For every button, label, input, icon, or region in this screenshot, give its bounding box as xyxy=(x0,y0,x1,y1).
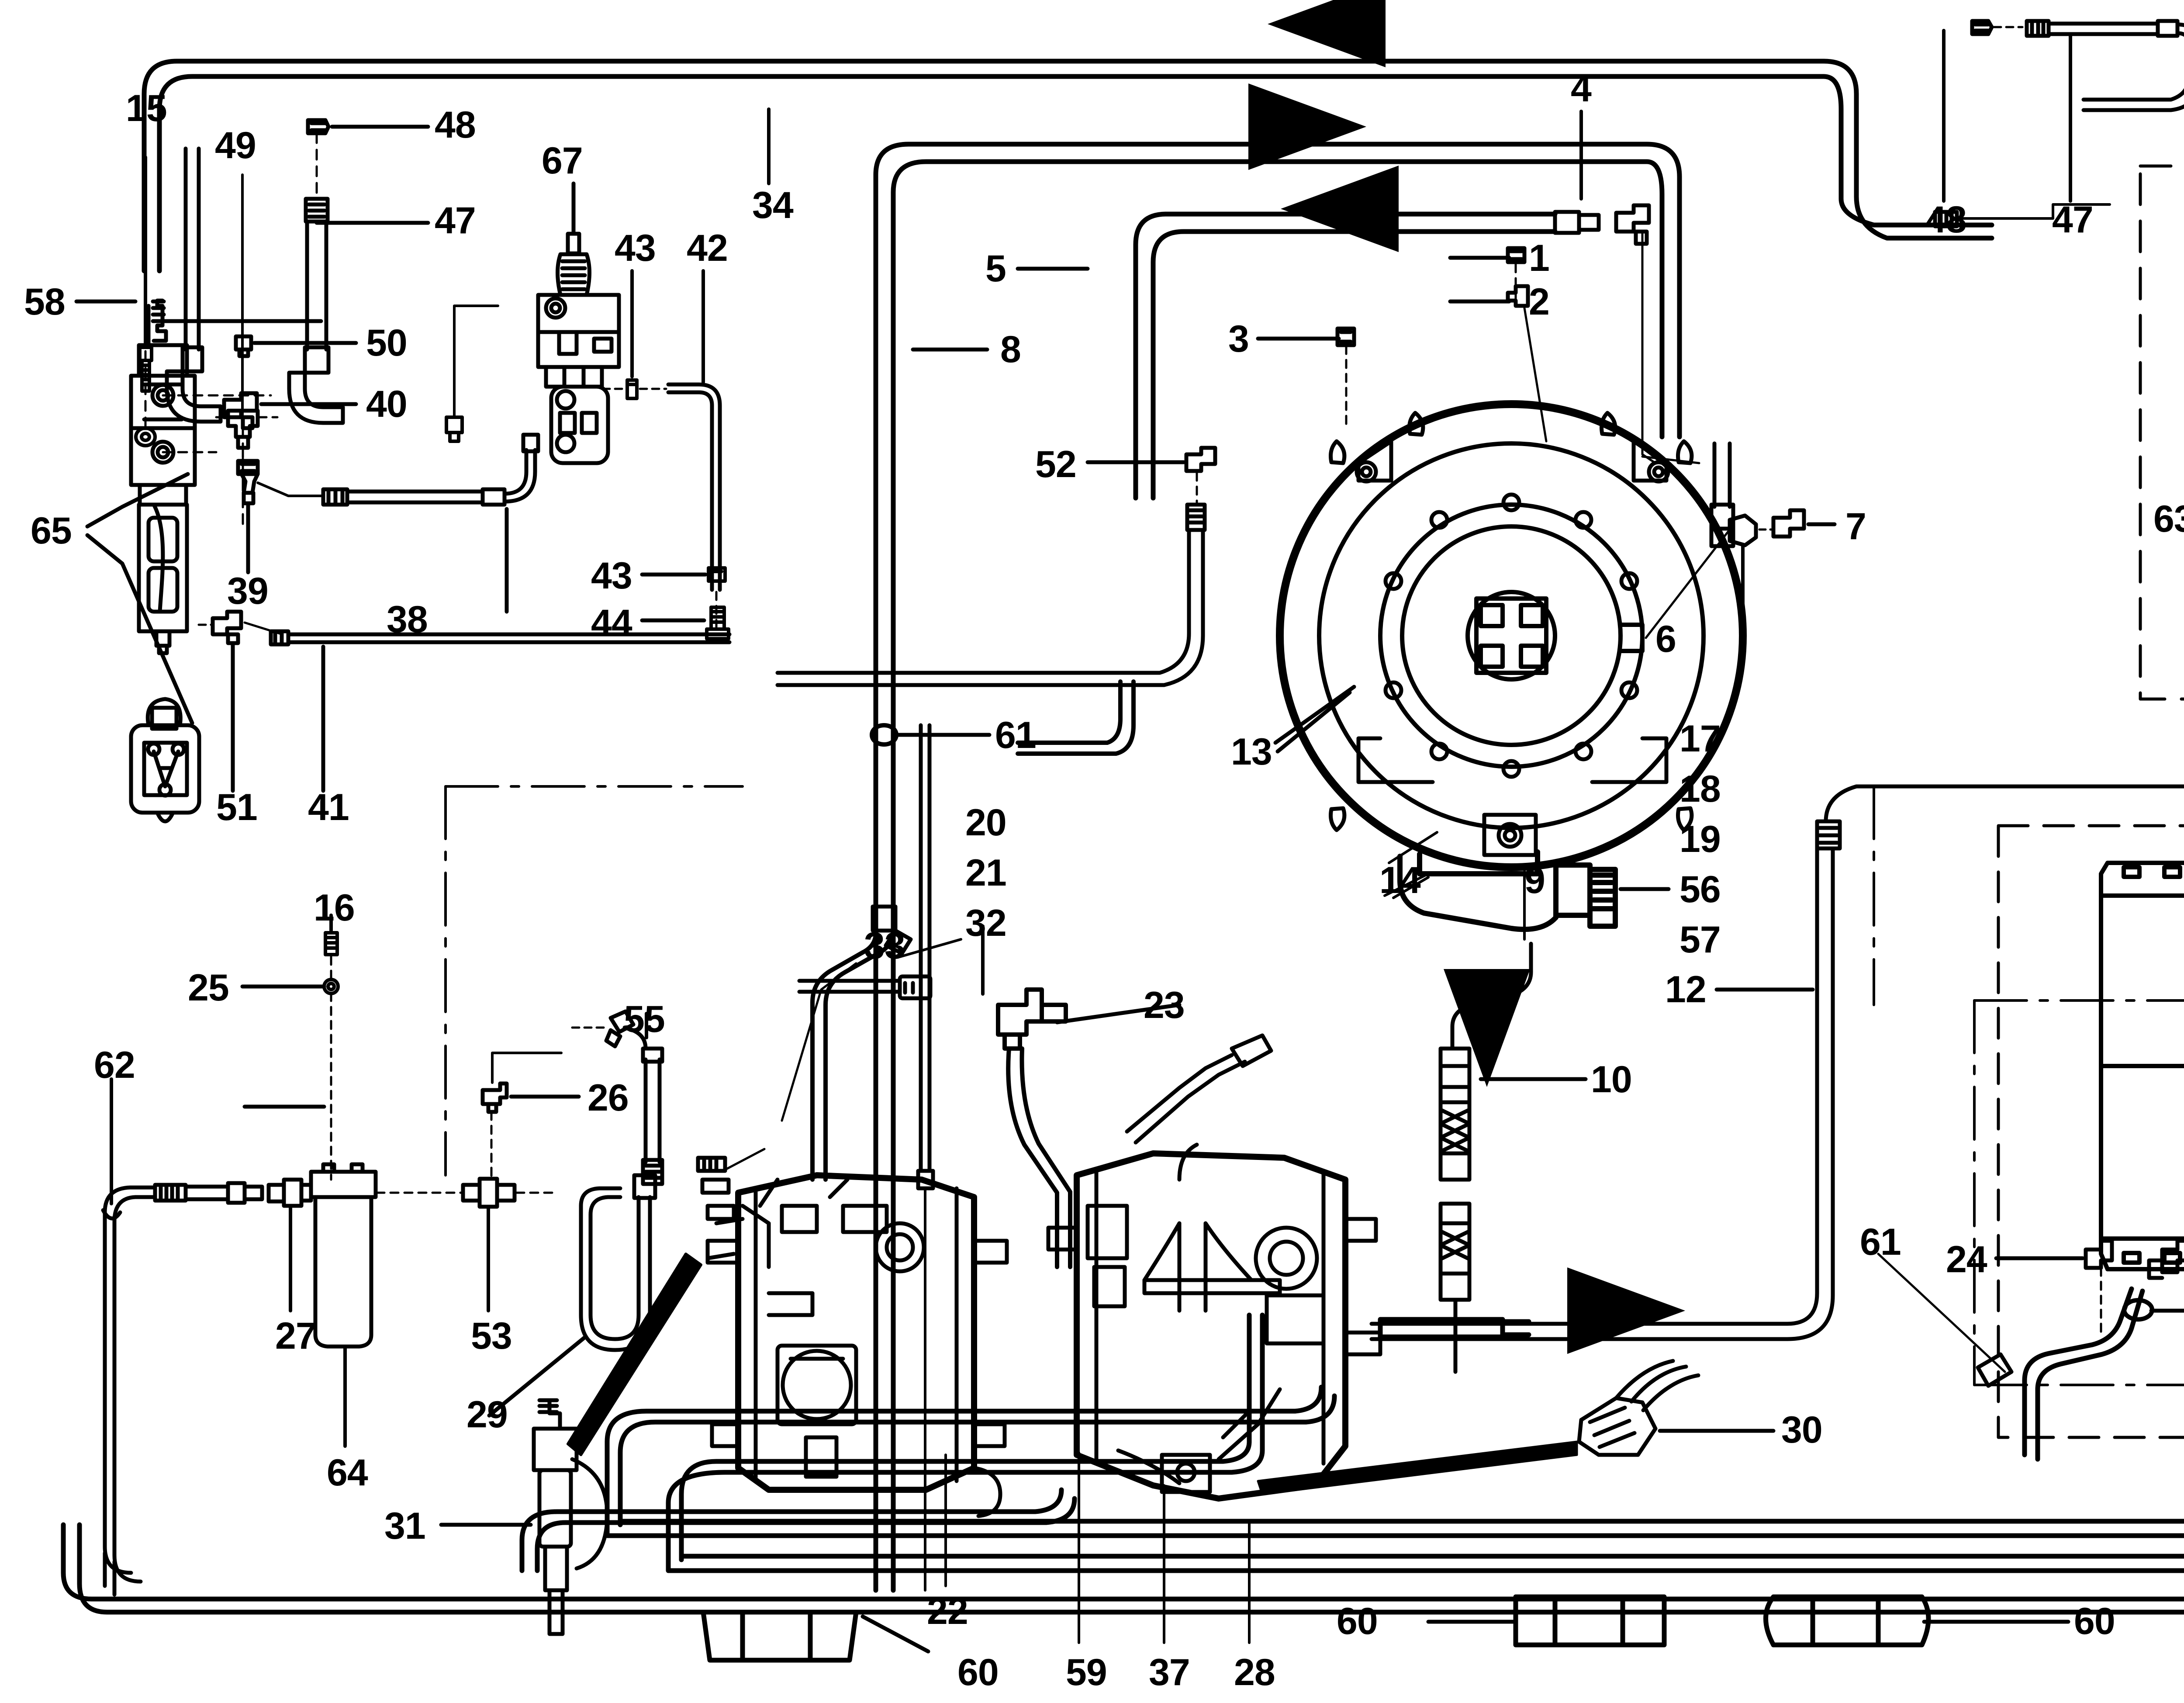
callout-40: 40 xyxy=(366,383,408,425)
callout-59: 59 xyxy=(1066,1651,1107,1693)
callout-47b: 47 xyxy=(2052,199,2094,241)
callout-51: 51 xyxy=(216,786,258,828)
callout-16: 16 xyxy=(314,887,355,929)
callout-26: 26 xyxy=(587,1077,629,1119)
callout-3: 3 xyxy=(1228,318,1249,360)
callout-43b: 43 xyxy=(591,555,632,597)
callout-34: 34 xyxy=(752,184,794,226)
callout-28: 28 xyxy=(1234,1651,1275,1693)
callout-8: 8 xyxy=(1000,329,1021,370)
callout-15: 15 xyxy=(126,87,167,129)
callout-27: 27 xyxy=(275,1315,317,1357)
callout-14: 14 xyxy=(1379,859,1421,901)
callout-10: 10 xyxy=(1591,1059,1632,1101)
callout-47a: 47 xyxy=(435,200,476,242)
callout-1: 1 xyxy=(1529,237,1550,279)
callout-67: 67 xyxy=(542,140,583,182)
callout-25: 25 xyxy=(188,967,229,1009)
callout-62: 62 xyxy=(94,1044,135,1086)
callout-31: 31 xyxy=(384,1505,426,1547)
callout-23: 23 xyxy=(1144,984,1185,1026)
callout-63: 63 xyxy=(2153,498,2184,540)
callout-21: 21 xyxy=(965,852,1007,894)
callout-49: 49 xyxy=(215,125,256,166)
callout-55: 55 xyxy=(624,998,665,1040)
callout-56: 56 xyxy=(1679,869,1721,910)
callout-7: 7 xyxy=(1845,505,1866,547)
callout-2: 2 xyxy=(1529,281,1550,323)
callout-9: 9 xyxy=(1524,859,1545,901)
callout-24: 24 xyxy=(1946,1239,1987,1281)
callout-58: 58 xyxy=(24,281,66,323)
callout-38: 38 xyxy=(387,599,428,640)
callout-41: 41 xyxy=(308,786,349,828)
callout-19: 19 xyxy=(1679,818,1721,860)
callout-57: 57 xyxy=(1679,919,1721,961)
callout-5: 5 xyxy=(985,248,1006,290)
callout-52: 52 xyxy=(1035,443,1077,485)
callout-60a: 60 xyxy=(957,1651,999,1693)
callout-48a: 48 xyxy=(435,104,476,146)
callout-32: 32 xyxy=(965,902,1007,944)
callout-18: 18 xyxy=(1679,768,1721,810)
callout-6: 6 xyxy=(1655,618,1676,660)
callout-17: 17 xyxy=(1679,718,1721,760)
callout-39: 39 xyxy=(227,570,269,612)
callout-60c: 60 xyxy=(2074,1600,2115,1642)
callout-60b: 60 xyxy=(1337,1600,1378,1642)
callout-30: 30 xyxy=(1781,1409,1823,1451)
callout-48b: 48 xyxy=(1925,199,1967,241)
callout-43a: 43 xyxy=(615,227,656,269)
callout-61a: 61 xyxy=(995,714,1037,756)
callout-13: 13 xyxy=(1231,731,1272,773)
callout-65: 65 xyxy=(31,510,72,552)
callout-64: 64 xyxy=(327,1452,368,1494)
callout-53: 53 xyxy=(471,1315,512,1357)
callout-42: 42 xyxy=(687,227,728,269)
callout-37: 37 xyxy=(1149,1651,1190,1693)
callout-12: 12 xyxy=(1665,969,1707,1011)
callout-22: 22 xyxy=(927,1590,968,1632)
callout-33: 33 xyxy=(864,925,905,967)
callout-29: 29 xyxy=(467,1394,508,1436)
callout-50: 50 xyxy=(366,322,408,364)
callout-61b: 61 xyxy=(1860,1221,1901,1263)
callout-44: 44 xyxy=(591,602,632,644)
callout-4: 4 xyxy=(1571,68,1592,110)
callout-20: 20 xyxy=(965,802,1007,844)
